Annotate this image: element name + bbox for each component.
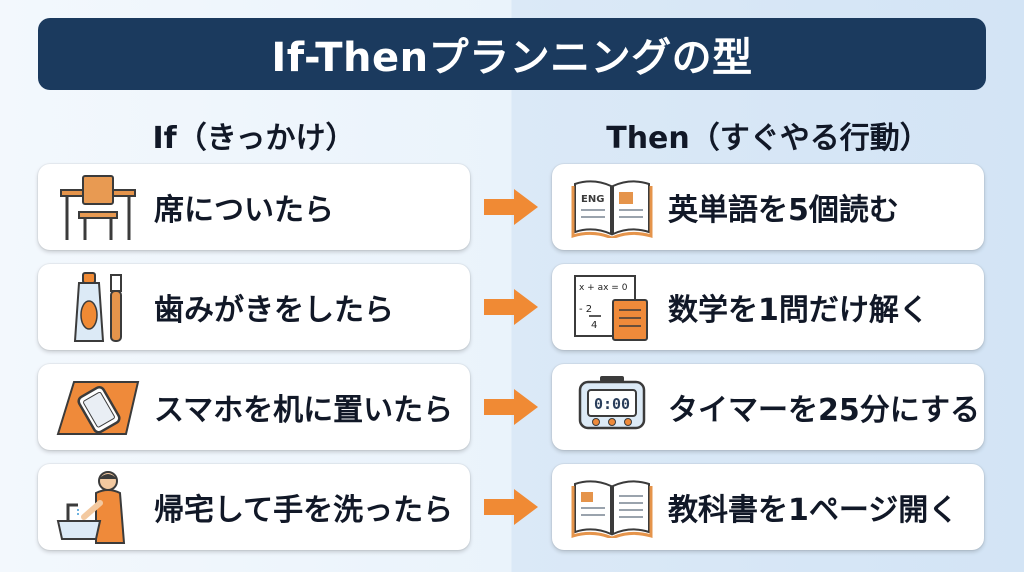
then-column-header: Then（すぐやる行動） (606, 121, 930, 156)
if-card-1: 席についたら (38, 164, 470, 250)
then-card-1: ENG 英単語を5個読む (552, 164, 984, 250)
math-equation-text: x + ax = 0 (579, 283, 628, 293)
arrow-icon (484, 389, 538, 425)
phone-on-desk-icon (52, 364, 144, 450)
arrow-icon (484, 189, 538, 225)
if-card-3: スマホを机に置いたら (38, 364, 470, 450)
if-label-2: 歯みがきをしたら (154, 293, 394, 328)
then-label-4: 教科書を1ページ開く (668, 493, 959, 528)
arrow-icon (484, 489, 538, 525)
math-numerator-text: - 2 (579, 304, 592, 315)
then-label-1: 英単語を5個読む (668, 193, 899, 228)
book-icon-text: ENG (581, 194, 604, 205)
page-title: If-Thenプランニングの型 (271, 35, 753, 81)
then-card-2: x + ax = 0 - 2 4 数学を1問だけ解く (552, 264, 984, 350)
title-bar: If-Thenプランニングの型 (38, 18, 986, 90)
timer-icon: 0:00 (566, 364, 658, 450)
then-card-3: 0:00 タイマーを25分にする (552, 364, 984, 450)
math-notebook-icon: x + ax = 0 - 2 4 (566, 264, 658, 350)
if-label-4: 帰宅して手を洗ったら (154, 493, 454, 528)
if-label-3: スマホを机に置いたら (154, 393, 454, 428)
if-card-2: 歯みがきをしたら (38, 264, 470, 350)
desk-chair-icon (52, 164, 144, 250)
timer-display-text: 0:00 (594, 395, 630, 413)
if-label-1: 席についたら (154, 193, 334, 228)
arrow-icon (484, 289, 538, 325)
math-denominator-text: 4 (591, 320, 597, 331)
toothpaste-toothbrush-icon (52, 264, 144, 350)
textbook-icon (566, 464, 658, 550)
then-label-2: 数学を1問だけ解く (668, 293, 929, 328)
if-card-4: 帰宅して手を洗ったら (38, 464, 470, 550)
book-icon: ENG (566, 164, 658, 250)
then-label-3: タイマーを25分にする (668, 393, 981, 428)
if-column-header: If（きっかけ） (152, 121, 356, 156)
then-card-4: 教科書を1ページ開く (552, 464, 984, 550)
washing-hands-icon (52, 464, 144, 550)
